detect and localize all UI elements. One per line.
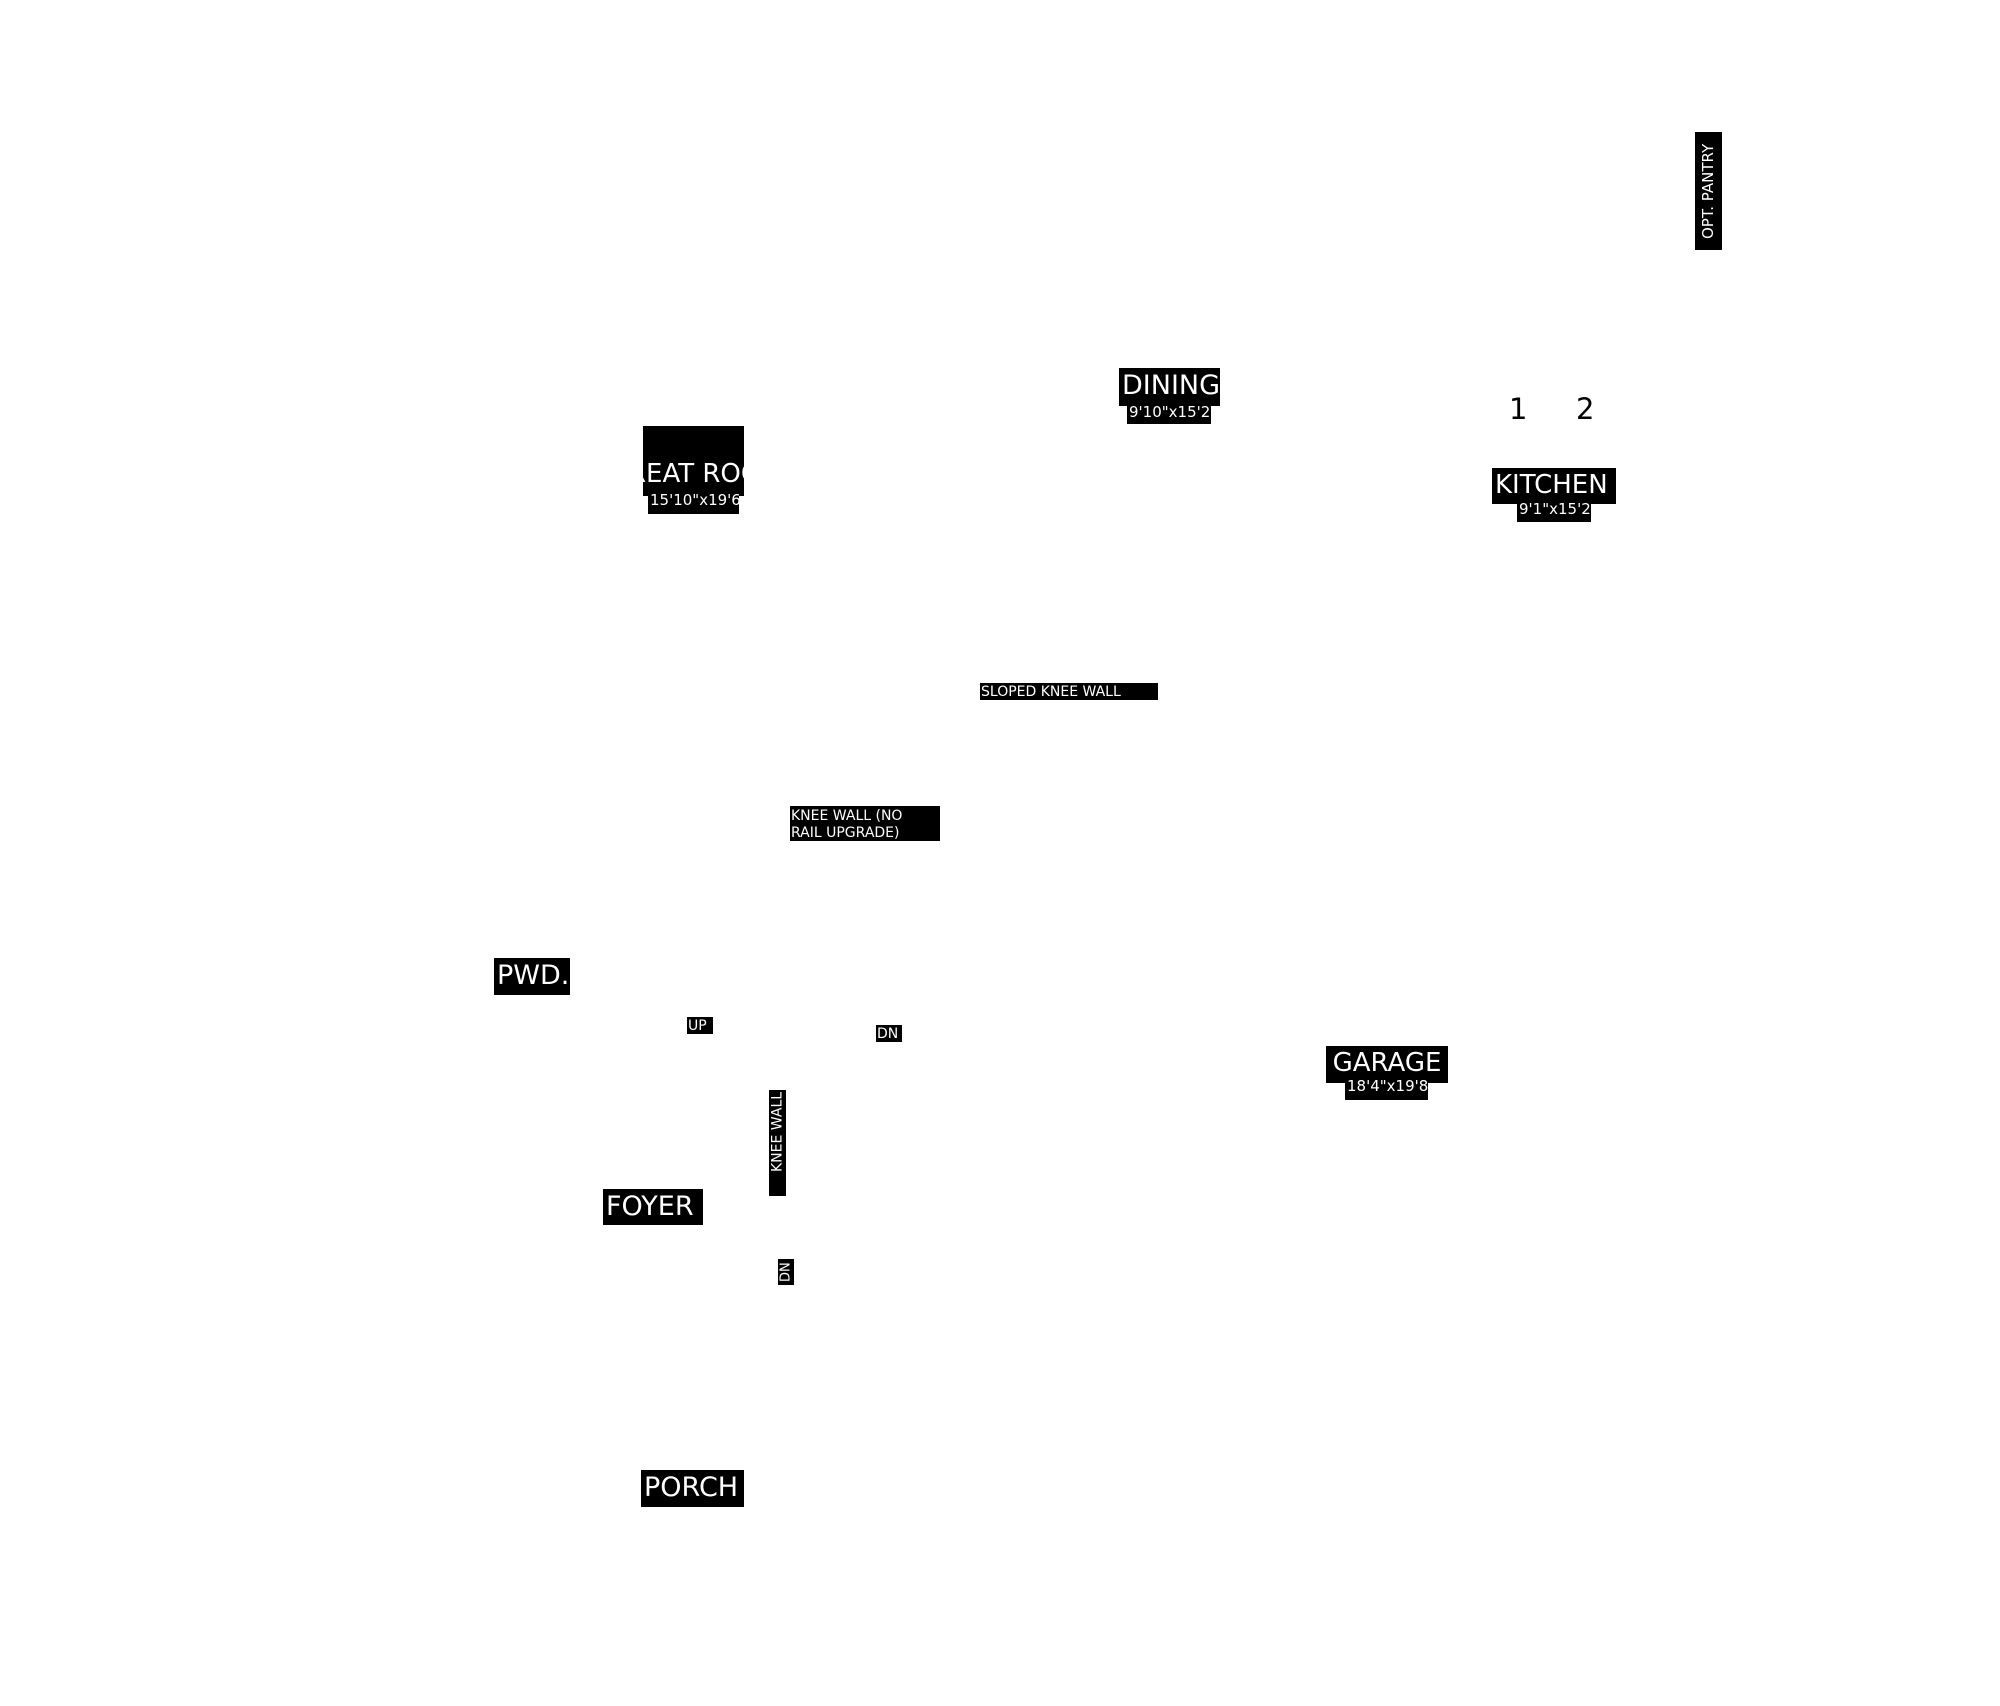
dining-room-label: DINING xyxy=(1119,368,1220,406)
stair-up-label: UP xyxy=(687,1017,713,1034)
great-room-name: REAT ROC xyxy=(643,459,744,489)
stair-down-vertical-label: DN xyxy=(778,1259,794,1285)
marker-1: 1 xyxy=(1509,392,1528,426)
opt-pantry-label: OPT. PANTRY xyxy=(1695,132,1722,250)
kitchen-dimensions: 9'1"x15'2" xyxy=(1517,500,1591,522)
knee-wall-rail-line-2: RAIL UPGRADE) xyxy=(791,825,900,841)
knee-wall-rail-label: KNEE WALL (NO RAIL UPGRADE) xyxy=(790,806,940,841)
marker-2: 2 xyxy=(1576,392,1595,426)
knee-wall-rail-line-1: KNEE WALL (NO xyxy=(791,808,903,824)
sloped-knee-wall-label: SLOPED KNEE WALL xyxy=(980,683,1158,700)
great-room-label: REAT ROC xyxy=(643,426,744,496)
knee-wall-vertical-label: KNEE WALL xyxy=(769,1090,786,1196)
stair-down-label: DN xyxy=(876,1025,902,1042)
great-room-dimensions: 15'10"x19'6" xyxy=(648,491,739,514)
powder-room-label: PWD. xyxy=(494,958,570,995)
kitchen-label: KITCHEN xyxy=(1492,468,1616,504)
porch-label: PORCH xyxy=(641,1470,744,1507)
garage-dimensions: 18'4"x19'8" xyxy=(1345,1077,1428,1100)
dining-room-dimensions: 9'10"x15'2" xyxy=(1127,403,1211,424)
foyer-label: FOYER xyxy=(603,1189,703,1225)
garage-label: GARAGE xyxy=(1326,1046,1448,1083)
